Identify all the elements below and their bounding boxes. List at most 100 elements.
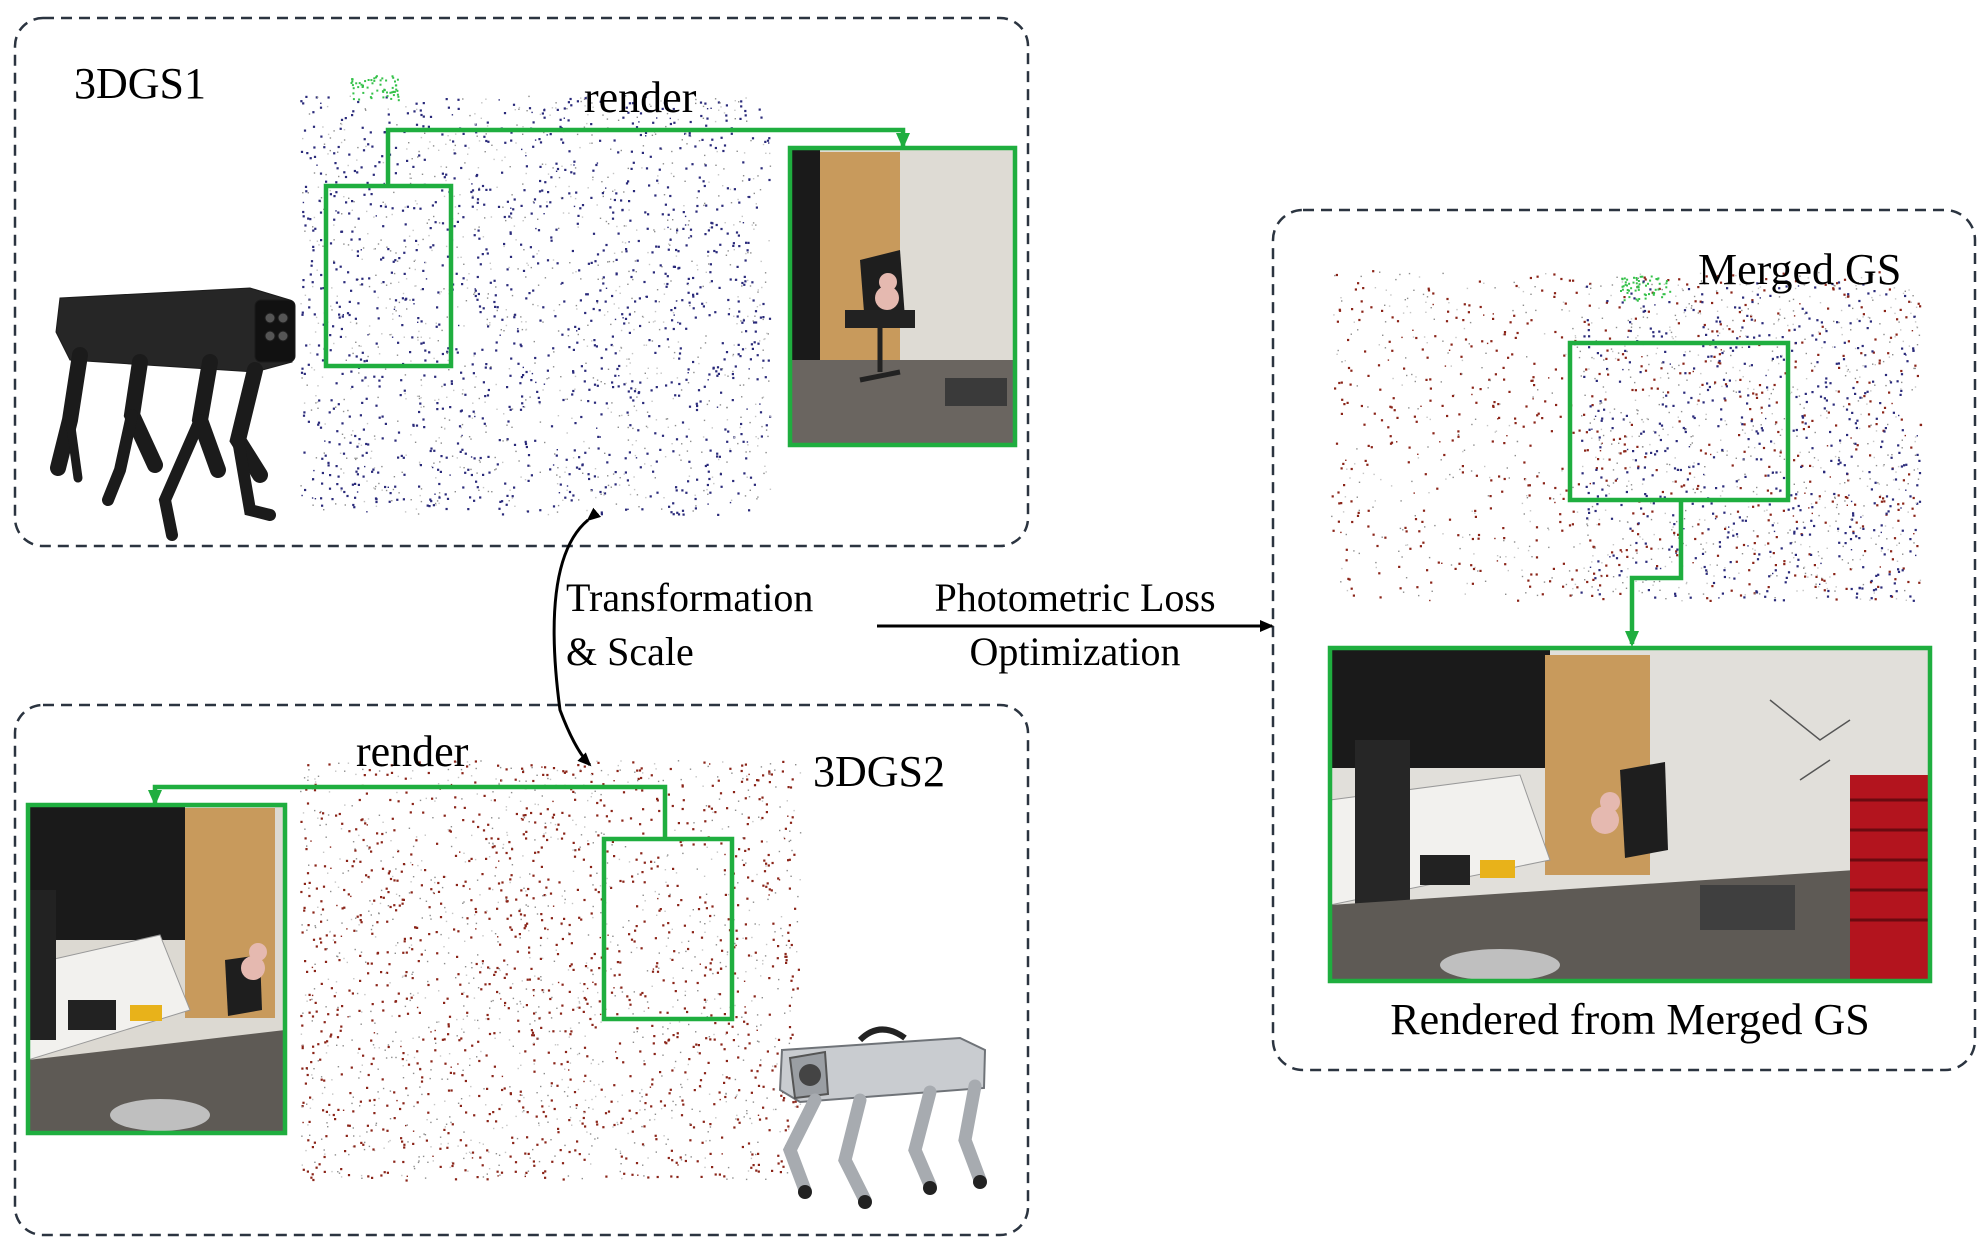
point bbox=[624, 242, 627, 244]
point bbox=[624, 95, 627, 97]
point bbox=[721, 368, 724, 370]
point bbox=[533, 202, 535, 204]
point bbox=[756, 959, 758, 961]
point bbox=[635, 440, 637, 442]
point bbox=[600, 832, 603, 834]
panel-merged-frame bbox=[1271, 208, 1977, 1072]
point bbox=[412, 845, 415, 848]
point bbox=[504, 482, 507, 485]
point bbox=[791, 975, 794, 978]
point bbox=[763, 870, 767, 873]
point bbox=[1838, 457, 1840, 459]
point bbox=[392, 1040, 394, 1043]
point bbox=[678, 352, 682, 355]
point bbox=[569, 1116, 572, 1119]
point bbox=[732, 1039, 735, 1042]
point bbox=[662, 779, 664, 782]
point bbox=[736, 990, 739, 993]
point bbox=[715, 370, 718, 373]
point bbox=[532, 255, 535, 258]
point bbox=[596, 302, 599, 304]
point bbox=[755, 1169, 758, 1172]
point bbox=[497, 941, 499, 943]
point bbox=[320, 817, 323, 820]
point bbox=[398, 1014, 401, 1018]
point bbox=[354, 317, 357, 320]
point bbox=[1846, 496, 1849, 499]
point bbox=[745, 97, 747, 99]
point bbox=[646, 426, 649, 429]
point bbox=[556, 108, 559, 111]
point bbox=[560, 922, 563, 925]
point bbox=[663, 102, 666, 105]
point bbox=[414, 259, 416, 261]
point bbox=[760, 1059, 762, 1061]
point bbox=[415, 424, 419, 427]
point bbox=[667, 937, 669, 939]
point bbox=[432, 504, 435, 507]
point bbox=[1775, 536, 1778, 539]
point bbox=[752, 901, 755, 903]
point bbox=[438, 149, 440, 151]
point bbox=[428, 1026, 430, 1029]
point bbox=[520, 316, 522, 318]
point bbox=[556, 1007, 558, 1009]
point bbox=[405, 1179, 408, 1182]
point bbox=[1377, 364, 1381, 367]
point bbox=[1503, 539, 1505, 542]
point bbox=[406, 1012, 410, 1015]
point bbox=[462, 902, 464, 904]
point bbox=[568, 150, 571, 153]
point bbox=[1749, 380, 1751, 383]
point bbox=[679, 322, 682, 325]
point bbox=[312, 245, 315, 248]
point bbox=[498, 1018, 501, 1020]
point bbox=[370, 1039, 373, 1042]
point bbox=[375, 1124, 377, 1126]
point bbox=[420, 342, 423, 345]
point bbox=[573, 164, 575, 166]
point bbox=[474, 781, 477, 784]
point bbox=[1847, 295, 1850, 298]
point bbox=[700, 830, 702, 832]
point bbox=[788, 1026, 792, 1029]
point bbox=[419, 1136, 421, 1138]
point bbox=[614, 189, 616, 191]
point bbox=[550, 917, 553, 920]
point bbox=[537, 305, 539, 307]
point bbox=[724, 924, 726, 926]
point bbox=[482, 236, 485, 238]
point bbox=[599, 490, 602, 494]
point bbox=[314, 227, 317, 230]
point bbox=[1372, 533, 1375, 536]
point bbox=[359, 979, 362, 982]
point bbox=[360, 444, 363, 446]
point bbox=[1775, 337, 1777, 339]
point bbox=[370, 914, 372, 916]
point bbox=[1697, 399, 1700, 402]
point bbox=[342, 1109, 345, 1111]
point bbox=[378, 416, 381, 419]
point bbox=[622, 926, 624, 928]
point bbox=[331, 1170, 333, 1173]
point bbox=[748, 509, 751, 512]
point bbox=[619, 350, 621, 352]
point bbox=[525, 399, 527, 401]
point bbox=[1910, 301, 1912, 303]
point bbox=[435, 440, 437, 442]
point bbox=[654, 1134, 657, 1137]
point bbox=[764, 376, 767, 379]
point bbox=[548, 377, 550, 379]
point bbox=[416, 1101, 419, 1104]
point bbox=[612, 1126, 614, 1128]
point bbox=[630, 1118, 632, 1120]
point bbox=[1782, 509, 1785, 512]
point bbox=[349, 1015, 351, 1018]
point bbox=[390, 764, 393, 767]
point bbox=[704, 164, 707, 167]
point bbox=[748, 178, 751, 181]
point bbox=[647, 213, 650, 216]
point bbox=[665, 1042, 668, 1045]
point bbox=[681, 509, 685, 512]
point bbox=[1767, 369, 1770, 371]
